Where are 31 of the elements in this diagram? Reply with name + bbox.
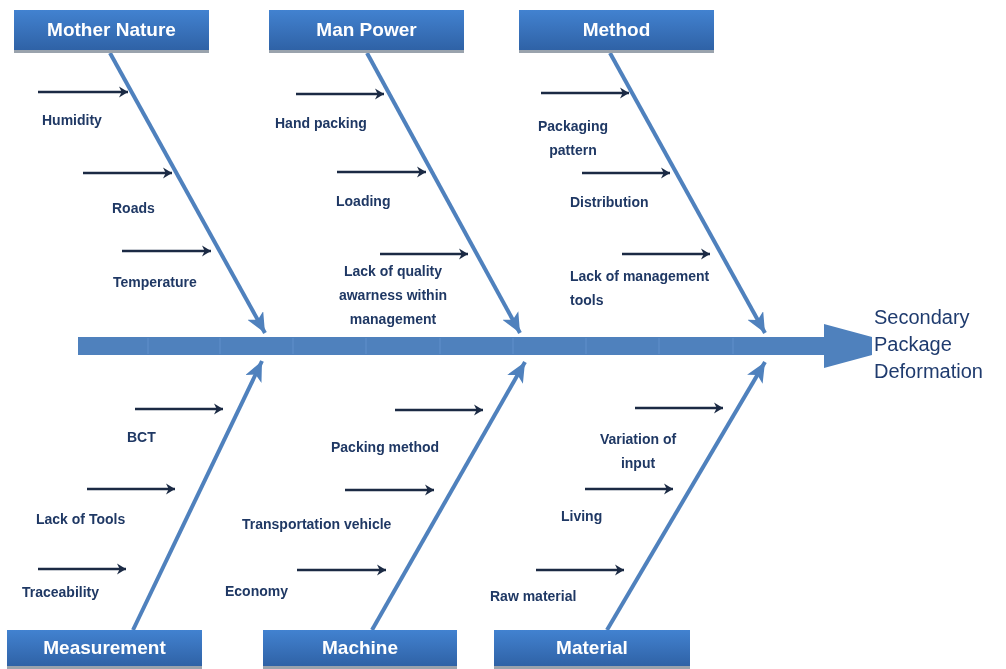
bone-arrow (365, 52, 522, 334)
cause-label: Variation of input (598, 430, 678, 473)
bone-arrow (608, 52, 767, 334)
cause-label: Lack of Tools (36, 510, 126, 529)
bone-arrow (370, 361, 527, 631)
cause-label: Packing method (331, 438, 440, 457)
bone-arrow (108, 52, 267, 334)
bone-arrow (605, 361, 767, 631)
bone-arrow (131, 360, 264, 631)
category-box: Machine (263, 630, 457, 669)
cause-label: Packaging pattern (537, 117, 609, 160)
category-box: Measurement (7, 630, 202, 669)
cause-label: BCT (127, 428, 156, 447)
cause-label: Lack of quality awarness within management (337, 262, 449, 329)
category-box: Material (494, 630, 690, 669)
cause-label: Loading (336, 192, 391, 211)
effect-label: Secondary Package Deformation (874, 304, 1006, 385)
cause-label: Transportation vehicle (242, 515, 392, 534)
cause-label: Lack of management tools (570, 267, 711, 310)
cause-label: Raw material (490, 587, 577, 606)
cause-label: Temperature (113, 273, 197, 292)
cause-label: Hand packing (275, 114, 367, 133)
category-box: Method (519, 10, 714, 53)
cause-label: Roads (112, 199, 155, 218)
category-box: Man Power (269, 10, 464, 53)
cause-label: Living (561, 507, 603, 526)
cause-label: Traceability (22, 583, 100, 602)
cause-label: Humidity (42, 111, 102, 130)
cause-label: Economy (225, 582, 288, 601)
cause-label: Distribution (570, 193, 649, 212)
category-box: Mother Nature (14, 10, 209, 53)
